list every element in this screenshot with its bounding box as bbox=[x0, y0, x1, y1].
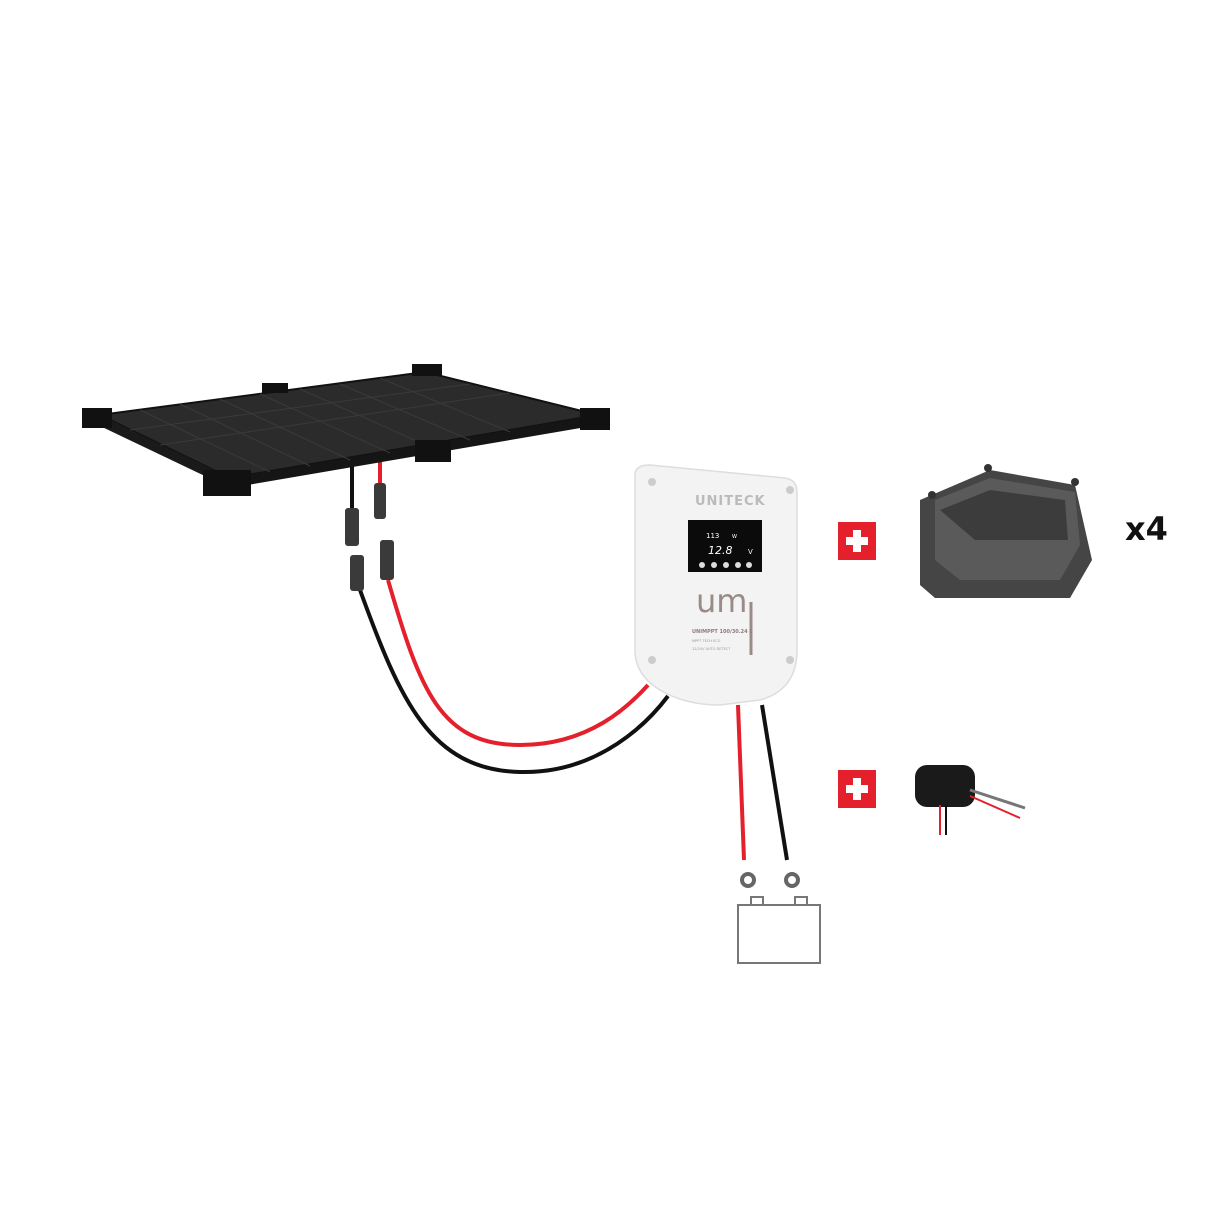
model-subline-1: MPPT TECH ECO bbox=[692, 639, 721, 643]
model-label: UNIMPPT 100/30.24 L bbox=[692, 629, 753, 635]
battery-red-cable bbox=[736, 704, 746, 861]
ring-terminals bbox=[740, 872, 800, 888]
display-voltage: 12.8 bbox=[708, 544, 733, 557]
brand-logo: UNITECK bbox=[695, 494, 766, 509]
display-voltage-unit: V bbox=[748, 548, 753, 556]
plus-icon bbox=[838, 522, 876, 560]
temperature-sensor bbox=[915, 765, 1026, 835]
black-cable bbox=[358, 589, 670, 775]
model-subline-2: 12/24V AUTO DETECT bbox=[692, 647, 731, 651]
mc4-connectors bbox=[345, 483, 394, 591]
display-power: 113 bbox=[706, 532, 719, 540]
control-buttons[interactable] bbox=[699, 562, 752, 568]
plus-icon bbox=[838, 770, 876, 808]
panel-cables bbox=[350, 460, 670, 775]
corner-mount bbox=[920, 464, 1092, 598]
quantity-label: x4 bbox=[1125, 510, 1168, 548]
charge-controller: UNITECK 113 W 12.8 V um UNIMPPT 100/30.2… bbox=[634, 464, 798, 706]
red-cable bbox=[386, 579, 650, 748]
solar-panel bbox=[82, 364, 610, 496]
um-logo: um bbox=[696, 582, 747, 620]
battery-icon bbox=[737, 896, 821, 964]
battery-black-cable bbox=[760, 704, 789, 861]
display-power-unit: W bbox=[732, 534, 737, 540]
